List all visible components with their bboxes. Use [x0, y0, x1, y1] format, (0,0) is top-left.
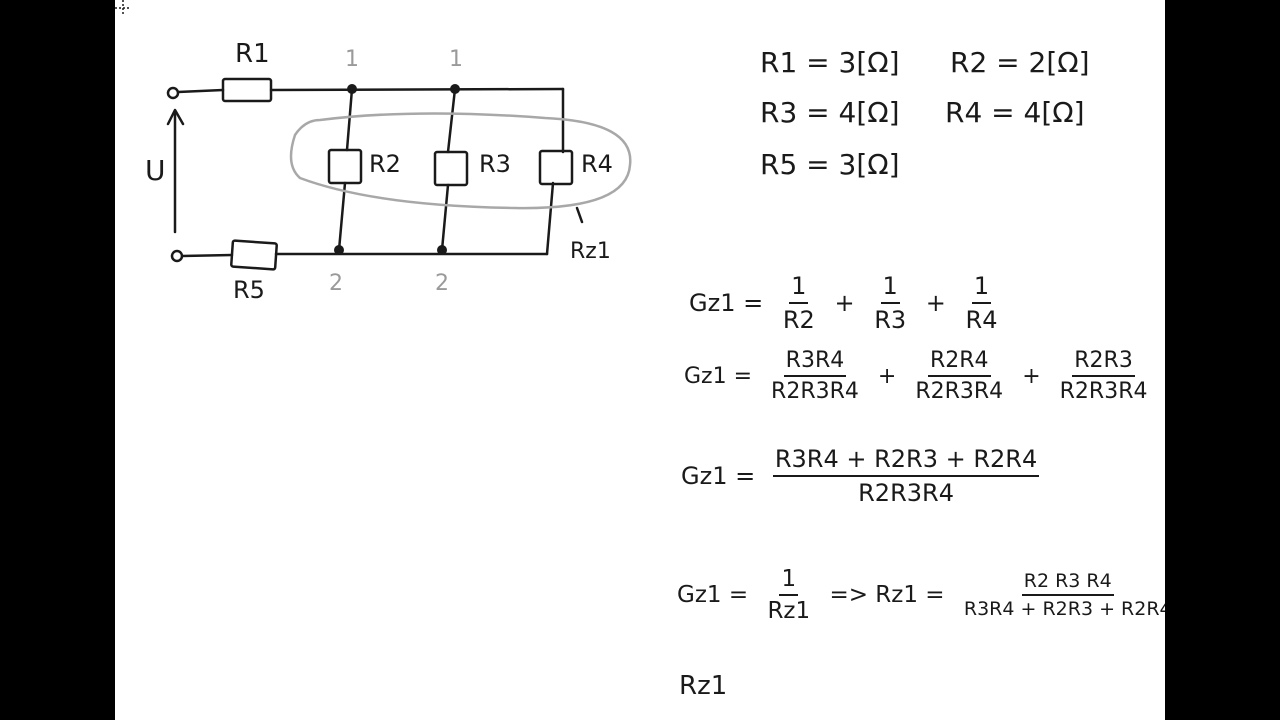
label-r5: R5 — [233, 276, 265, 304]
label-r3: R3 — [479, 150, 511, 178]
label-rz1: Rz1 — [570, 239, 611, 264]
resistor-r4 — [538, 149, 574, 186]
label-voltage: U — [145, 154, 166, 187]
eq4-lhs: Gz1 = — [677, 582, 749, 608]
parallel-group-outline — [289, 112, 632, 210]
value-r3: R3 = 4[Ω] — [760, 96, 900, 129]
eq2-lhs: Gz1 = — [684, 363, 753, 389]
eq1-lhs: Gz1 = — [689, 289, 764, 317]
label-r2: R2 — [369, 150, 401, 178]
resistor-r5 — [230, 239, 278, 271]
resistor-r3 — [433, 150, 469, 187]
eq4-implies: => Rz1 = — [829, 582, 945, 608]
node-label-top-1: 1 — [345, 47, 359, 72]
resistor-r1 — [221, 77, 273, 103]
label-r4: R4 — [581, 150, 613, 178]
label-r1: R1 — [235, 39, 270, 69]
whiteboard-page: R1 R2 R3 R4 R5 U Rz1 1 1 2 2 R1 = 3[Ω] R… — [115, 0, 1165, 720]
node-label-top-2: 1 — [449, 47, 463, 72]
crosshair-cursor-icon — [115, 0, 131, 16]
terminal-top — [166, 86, 180, 100]
terminal-bottom — [170, 249, 184, 263]
resistor-r2 — [327, 148, 363, 185]
eq3-lhs: Gz1 = — [681, 462, 756, 490]
value-r1: R1 = 3[Ω] — [760, 46, 900, 79]
value-r2: R2 = 2[Ω] — [950, 46, 1090, 79]
value-r5: R5 = 3[Ω] — [760, 148, 900, 181]
circuit-diagram: R1 R2 R3 R4 R5 U Rz1 1 1 2 2 R1 = 3[Ω] R… — [145, 39, 1090, 304]
node-label-bottom-1: 2 — [329, 271, 343, 296]
value-r4: R4 = 4[Ω] — [945, 96, 1085, 129]
node-label-bottom-2: 2 — [435, 271, 449, 296]
equation-rz1-incomplete: Rz1 — [679, 670, 728, 701]
